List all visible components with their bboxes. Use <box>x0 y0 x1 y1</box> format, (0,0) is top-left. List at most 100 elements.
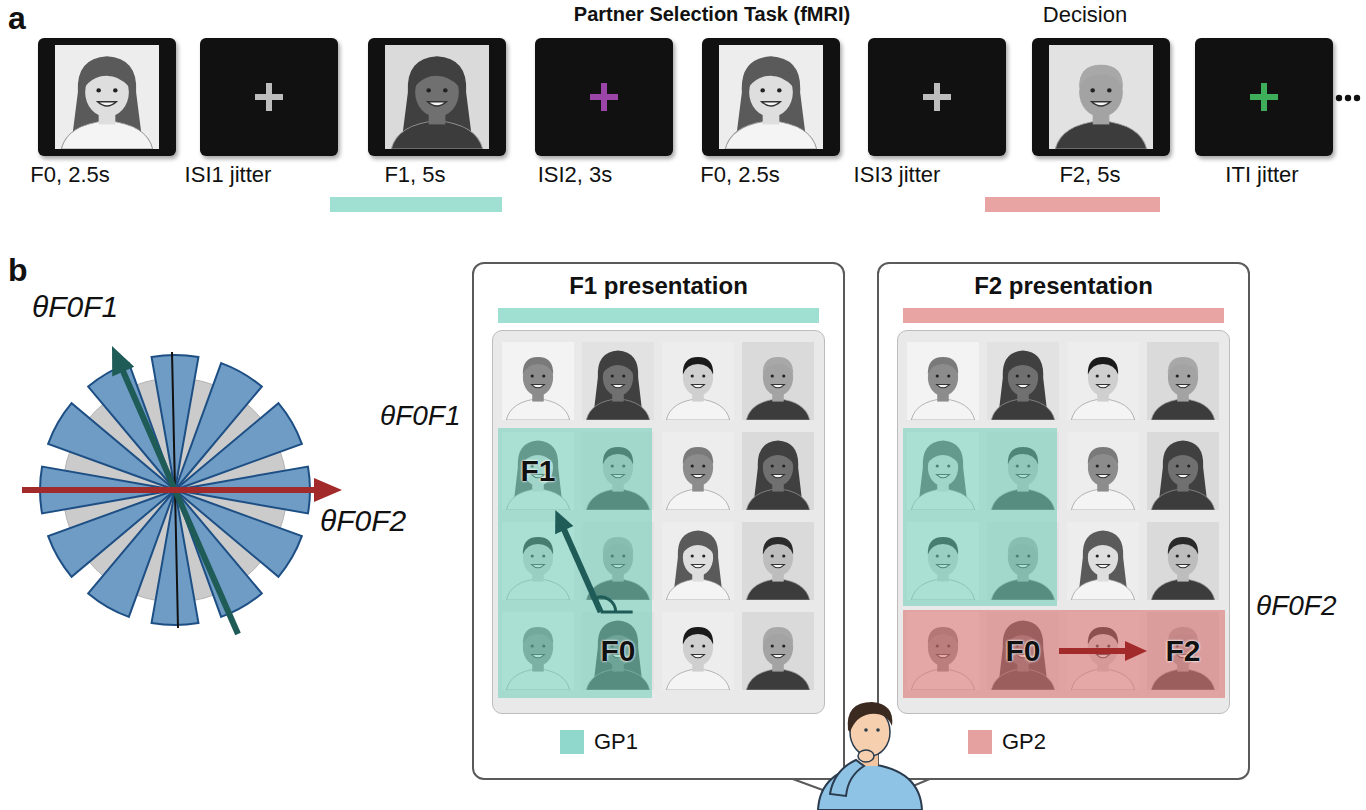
eye <box>1176 464 1179 467</box>
shoulders <box>1151 489 1214 510</box>
shoulders <box>746 669 809 690</box>
screen-frame <box>1032 38 1170 156</box>
f1-bar <box>498 308 819 323</box>
face-tile: F1 <box>502 432 574 510</box>
angle-baseline <box>601 611 633 614</box>
shoulders <box>1071 579 1134 600</box>
photo-background <box>1067 522 1139 600</box>
event-label: ISI1 jitter <box>185 162 272 188</box>
angle-label: θF0F1 <box>380 400 461 432</box>
label-holder: θF0F1 <box>380 400 461 432</box>
smile <box>1097 565 1110 568</box>
face-photo <box>1147 342 1219 420</box>
screen-photo <box>1049 45 1153 149</box>
eye <box>1107 464 1110 467</box>
trial-screen: ITI jitter <box>1195 38 1333 156</box>
eye <box>542 374 545 377</box>
shoulders <box>506 399 569 420</box>
photo-background <box>742 342 814 420</box>
eye <box>531 374 534 377</box>
screen-frame <box>200 38 338 156</box>
shoulders <box>1055 121 1147 149</box>
screen-frame <box>868 38 1006 156</box>
eye <box>622 374 625 377</box>
eye <box>771 554 774 557</box>
eye <box>691 554 694 557</box>
photo-background <box>742 432 814 510</box>
label-holder: θF0F2 <box>320 504 406 538</box>
eye <box>1096 554 1099 557</box>
eye <box>936 374 939 377</box>
smile <box>532 385 545 388</box>
thinking-person <box>790 690 950 810</box>
face-tile <box>662 342 734 420</box>
face-tile <box>662 612 734 690</box>
eye <box>702 644 705 647</box>
face-photo <box>662 522 734 600</box>
smile <box>1017 385 1030 388</box>
eye <box>702 554 705 557</box>
shoulders <box>666 669 729 690</box>
panel-heading: F1 presentation <box>569 272 748 300</box>
shoulders <box>1151 579 1214 600</box>
label-holder: F0, 2.5s <box>30 162 109 188</box>
face-photo <box>55 45 159 149</box>
smile <box>1097 385 1110 388</box>
label-holder: ISI3 jitter <box>854 162 941 188</box>
face-photo <box>502 342 574 420</box>
hair <box>523 357 553 375</box>
legend-swatch <box>560 730 584 754</box>
face-photo <box>662 612 734 690</box>
fixation-cross <box>200 38 338 156</box>
face-tile <box>742 342 814 420</box>
smile <box>692 565 705 568</box>
eye <box>1090 88 1095 92</box>
photo-background <box>662 522 734 600</box>
eye <box>1176 554 1179 557</box>
eye <box>771 374 774 377</box>
smile <box>692 475 705 478</box>
face-photo <box>1147 432 1219 510</box>
photo-background <box>987 342 1059 420</box>
face-photo <box>1067 522 1139 600</box>
photo-background <box>1067 342 1139 420</box>
event-label: ISI3 jitter <box>854 162 941 188</box>
eye <box>782 464 785 467</box>
shoulders <box>725 121 817 149</box>
event-label: F0, 2.5s <box>700 162 779 188</box>
fringe <box>683 538 713 554</box>
eye <box>1096 464 1099 467</box>
legend-swatch <box>968 730 992 754</box>
arrow-head <box>555 510 573 534</box>
face-tile <box>1067 342 1139 420</box>
polar-histogram <box>22 346 342 634</box>
label-holder: F0, 2.5s <box>700 162 779 188</box>
screen-photo <box>385 45 489 149</box>
face-photo <box>1067 432 1139 510</box>
trial-screen: ISI2, 3s <box>535 38 673 156</box>
arrow-head <box>314 478 342 502</box>
face-photo <box>907 342 979 420</box>
smile <box>1177 565 1190 568</box>
presentation-panel: F2 presentationF0F2 <box>877 262 1250 780</box>
hair <box>1088 357 1118 375</box>
presentation-panel: F1 presentationF1F0 <box>472 262 845 780</box>
connector-arrow <box>555 510 633 612</box>
photo-background <box>502 342 574 420</box>
eye <box>771 644 774 647</box>
smile <box>692 385 705 388</box>
shoulders <box>666 579 729 600</box>
eye <box>1107 374 1110 377</box>
screen-photo <box>719 45 823 149</box>
shoulders <box>746 399 809 420</box>
heading-holder: F2 presentation <box>879 272 1248 300</box>
event-label: F2, 5s <box>1059 162 1120 188</box>
cross-bar <box>1261 83 1267 111</box>
face-tile <box>742 612 814 690</box>
hair <box>683 627 713 645</box>
face-tile <box>1147 432 1219 510</box>
photo-background <box>1147 342 1219 420</box>
label-holder: ISI2, 3s <box>538 162 613 188</box>
panel-letter: b <box>8 252 28 289</box>
group-highlight <box>903 428 1057 606</box>
